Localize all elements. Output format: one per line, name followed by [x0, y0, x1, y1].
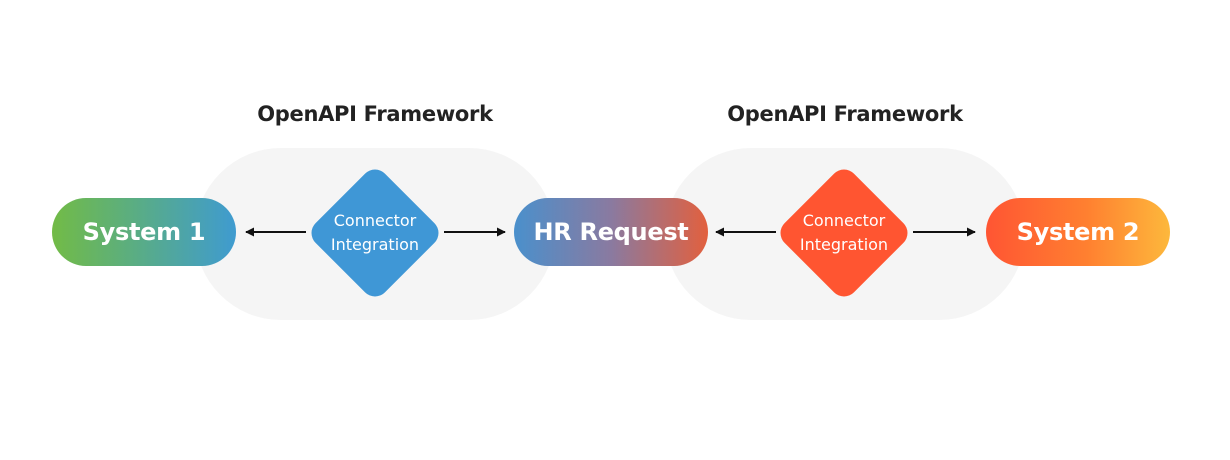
framework-2-title: OpenAPI Framework: [727, 102, 963, 126]
system-1-label: System 1: [82, 218, 206, 246]
system-2-node: System 2: [986, 198, 1170, 266]
connector-2-label-line1: Connector: [802, 211, 886, 230]
framework-1-title: OpenAPI Framework: [257, 102, 493, 126]
connector-integration-2-node: Connector Integration: [774, 163, 914, 303]
connector-integration-1-node: Connector Integration: [305, 163, 445, 303]
system-2-label: System 2: [1016, 218, 1140, 246]
hr-request-label: HR Request: [533, 218, 689, 246]
connector-1-label-line1: Connector: [333, 211, 417, 230]
system-1-node: System 1: [52, 198, 236, 266]
connector-2-label: Connector Integration: [774, 163, 914, 303]
connector-1-label: Connector Integration: [305, 163, 445, 303]
hr-request-node: HR Request: [514, 198, 708, 266]
connector-2-label-line2: Integration: [799, 235, 889, 254]
connector-1-label-line2: Integration: [330, 235, 420, 254]
